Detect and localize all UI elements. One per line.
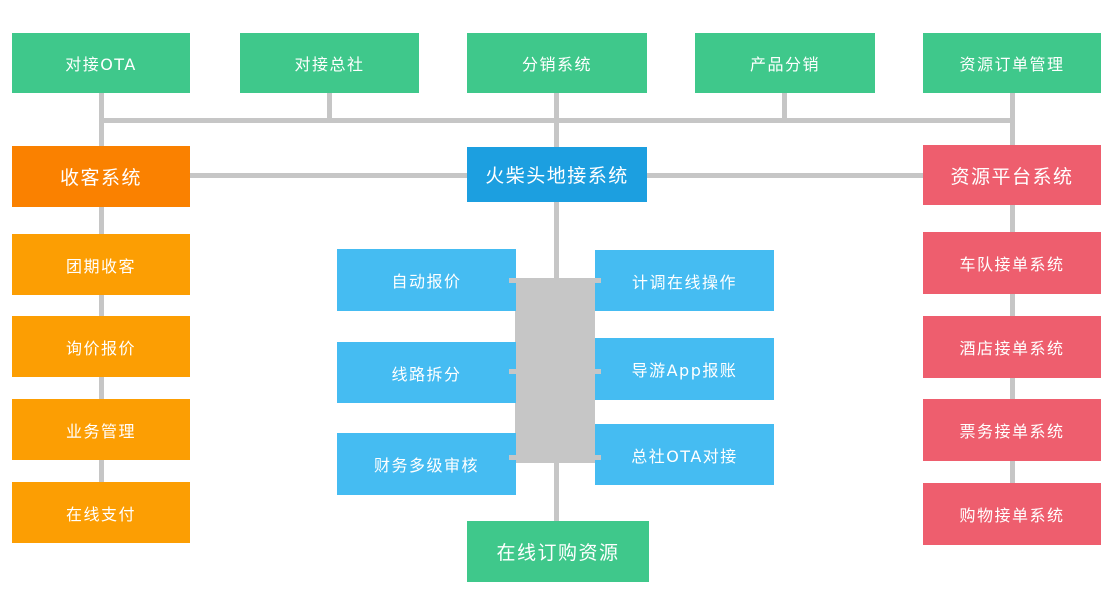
- node-distribution-system: 分销系统: [467, 33, 647, 93]
- node-hotel-order-system: 酒店接单系统: [923, 316, 1101, 378]
- node-online-payment: 在线支付: [12, 482, 190, 543]
- connector-line: [99, 377, 104, 399]
- node-resource-platform-system: 资源平台系统: [923, 145, 1101, 205]
- node-resource-order-mgmt: 资源订单管理: [923, 33, 1101, 93]
- node-label: 团期收客: [65, 256, 136, 276]
- node-finance-multilevel-audit: 财务多级审核: [337, 433, 516, 495]
- connector-tick: [509, 278, 601, 283]
- node-label: 票务接单系统: [959, 422, 1065, 441]
- node-guide-app-expense: 导游App报账: [595, 338, 774, 400]
- node-shopping-order-system: 购物接单系统: [923, 483, 1101, 545]
- node-matchstick-dmc-system: 火柴头地接系统: [467, 147, 647, 202]
- node-connect-headquarters: 对接总社: [240, 33, 419, 93]
- node-route-split: 线路拆分: [337, 342, 516, 403]
- connector-line: [1010, 123, 1015, 145]
- node-label: 在线订购资源: [496, 542, 620, 564]
- connector-line: [554, 93, 559, 118]
- node-label: 收客系统: [59, 167, 142, 189]
- node-ticket-order-system: 票务接单系统: [923, 399, 1101, 461]
- node-group-booking: 团期收客: [12, 234, 190, 295]
- node-label: 分销系统: [521, 55, 592, 74]
- node-product-distribution: 产品分销: [695, 33, 875, 93]
- node-operator-online-ops: 计调在线操作: [595, 250, 774, 311]
- node-label: 购物接单系统: [959, 506, 1065, 525]
- connector-line: [1010, 461, 1015, 483]
- node-label: 线路拆分: [391, 364, 462, 384]
- node-label: 对接OTA: [65, 55, 137, 74]
- node-connect-ota: 对接OTA: [12, 33, 190, 93]
- node-label: 导游App报账: [631, 361, 738, 380]
- connector-line: [190, 173, 467, 178]
- connector-tick: [509, 369, 601, 374]
- connector-line: [99, 123, 104, 146]
- connector-line: [554, 463, 559, 521]
- node-label: 询价报价: [65, 338, 136, 358]
- node-label: 车队接单系统: [959, 255, 1065, 274]
- connector-line: [1010, 378, 1015, 399]
- connector-line: [1010, 93, 1015, 118]
- connector-bus-line: [99, 118, 1015, 123]
- node-label: 资源平台系统: [950, 165, 1074, 188]
- node-label: 财务多级审核: [373, 456, 479, 475]
- connector-tick: [509, 455, 601, 460]
- node-inquiry-quotation: 询价报价: [12, 316, 190, 377]
- node-label: 计调在线操作: [631, 272, 737, 292]
- node-fleet-order-system: 车队接单系统: [923, 232, 1101, 294]
- connector-line: [1010, 205, 1015, 232]
- node-label: 在线支付: [65, 504, 136, 524]
- node-label: 业务管理: [65, 421, 136, 441]
- node-auto-quotation: 自动报价: [337, 249, 516, 311]
- node-business-mgmt: 业务管理: [12, 399, 190, 460]
- node-label: 自动报价: [391, 272, 462, 291]
- connector-line: [99, 93, 104, 118]
- connector-line: [1010, 294, 1015, 316]
- connector-line: [782, 93, 787, 118]
- connector-line: [99, 295, 104, 316]
- connector-line: [327, 93, 332, 118]
- connector-line: [554, 202, 559, 280]
- node-label: 酒店接单系统: [959, 339, 1065, 358]
- connector-line: [554, 123, 559, 147]
- node-customer-intake-system: 收客系统: [12, 146, 190, 207]
- node-label: 火柴头地接系统: [485, 165, 629, 187]
- node-online-resource-purchase: 在线订购资源: [467, 521, 649, 582]
- node-label: 对接总社: [294, 55, 365, 74]
- connector-line: [647, 173, 923, 178]
- node-label: 资源订单管理: [959, 55, 1065, 74]
- node-label: 总社OTA对接: [631, 446, 738, 466]
- node-hq-ota-integration: 总社OTA对接: [595, 424, 774, 485]
- connector-line: [99, 460, 104, 482]
- node-label: 产品分销: [749, 55, 820, 74]
- connector-line: [99, 207, 104, 234]
